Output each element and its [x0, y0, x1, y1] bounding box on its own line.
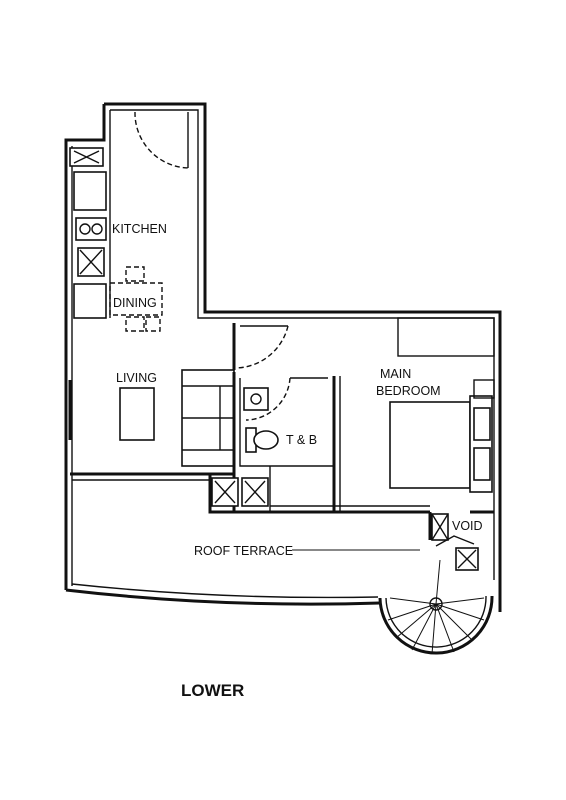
kitchen-label: KITCHEN: [112, 222, 167, 236]
interior-walls: [70, 323, 430, 514]
bedroom-door-swing: [235, 325, 289, 369]
coffee-table: [119, 387, 155, 441]
nightstand: [473, 379, 495, 399]
toilet-icon: [253, 430, 279, 450]
bed: [389, 401, 471, 489]
basin-icon: [243, 387, 269, 411]
living-label: LIVING: [116, 371, 157, 385]
fridge-icon: [73, 283, 107, 319]
kitchen-door-swing: [134, 111, 189, 169]
bedroom-area: MAIN BEDROOM: [376, 317, 495, 540]
dining-table: [109, 282, 163, 316]
dining-area: DINING: [109, 266, 163, 332]
void-area: VOID: [431, 513, 483, 571]
roof-terrace-label: ROOF TERRACE: [194, 544, 293, 558]
bath-label: T & B: [286, 433, 317, 447]
bath-door-swing: [245, 377, 291, 421]
dining-chair: [145, 316, 161, 332]
kitchen-area: KITCHEN: [69, 110, 189, 319]
pillow: [473, 447, 491, 481]
level-caption: LOWER: [181, 681, 244, 700]
spiral-staircase: [378, 559, 494, 655]
counter-cabinet: [73, 171, 107, 211]
wardrobe: [397, 317, 495, 357]
pillow: [473, 407, 491, 441]
void-label: VOID: [452, 519, 483, 533]
bath-area: T & B: [211, 387, 317, 507]
stove-icon: [75, 217, 107, 241]
bedroom-label-line2: BEDROOM: [376, 384, 441, 398]
bedroom-label-line1: MAIN: [380, 367, 411, 381]
roof-terrace-area: ROOF TERRACE: [194, 544, 420, 558]
living-area: LIVING: [68, 369, 235, 467]
dining-chair: [125, 316, 145, 332]
outer-walls: [64, 102, 502, 612]
dining-label: DINING: [113, 296, 157, 310]
dining-chair: [125, 266, 145, 282]
